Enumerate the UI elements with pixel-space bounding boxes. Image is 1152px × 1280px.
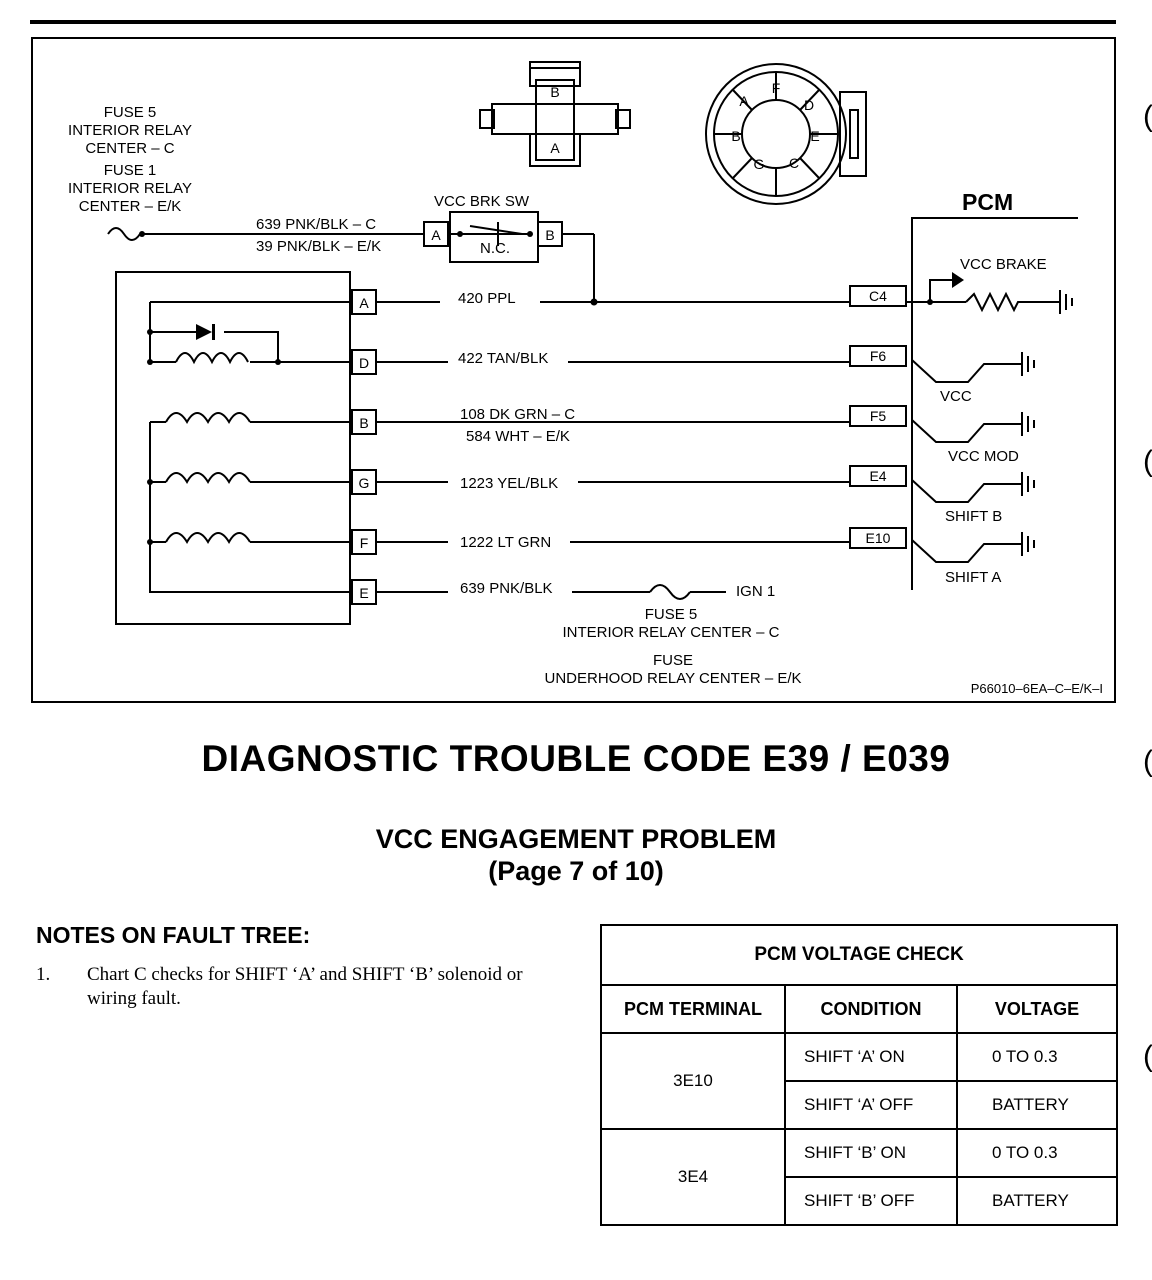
wire-584-wht: 584 WHT – E/K [466, 428, 570, 445]
round-pin-d: D [804, 97, 814, 113]
pcm-title: PCM [962, 189, 1013, 215]
pcm-pin-f5: F5 [870, 408, 887, 424]
binder-hole-mark: ( [1143, 100, 1152, 133]
header-pcm-terminal: PCM TERMINAL [600, 984, 786, 1034]
bottom-fuse-label: FUSE 5 INTERIOR RELAY CENTER – C FUSE UN… [545, 606, 802, 687]
feed-wire-c: 639 PNK/BLK – C [256, 216, 376, 233]
pcm-pin-c4: C4 [869, 288, 887, 304]
fuse-top-line-2: INTERIOR RELAY [68, 122, 192, 139]
left-pin-b: B [359, 415, 368, 431]
top-fuse-label: FUSE 5 INTERIOR RELAY CENTER – C FUSE 1 … [68, 104, 192, 215]
switch-nc-label: N.C. [480, 240, 510, 257]
wiring-diagram: FUSE 5 INTERIOR RELAY CENTER – C FUSE 1 … [30, 20, 1116, 703]
wire-420-ppl: 420 PPL [458, 290, 516, 307]
pcm-pin-e4: E4 [869, 468, 886, 484]
pcm-outline [911, 217, 1078, 590]
condition-cell: SHIFT ‘A’ OFF [784, 1080, 958, 1130]
header-voltage: VOLTAGE [956, 984, 1118, 1034]
left-pin-e: E [359, 585, 368, 601]
terminal-cell: 3E4 [600, 1128, 786, 1226]
condition-cell: SHIFT ‘B’ ON [784, 1128, 958, 1178]
fuse-top-line-6: CENTER – E/K [79, 198, 182, 215]
terminal-cell: 3E10 [600, 1032, 786, 1130]
fuse-top-line-5: INTERIOR RELAY [68, 180, 192, 197]
voltage-cell: 0 TO 0.3 [956, 1128, 1118, 1178]
bottom-fuse-line-2: INTERIOR RELAY CENTER – C [563, 624, 780, 641]
left-pin-g: G [359, 475, 370, 491]
diagram-frame [31, 37, 1116, 703]
table-row: SHIFT ‘A’ OFF BATTERY [601, 1080, 1118, 1130]
page-subheading: VCC ENGAGEMENT PROBLEM [375, 824, 777, 854]
fuse-symbol-bottom [649, 584, 691, 600]
bottom-fuse-line-1: FUSE 5 [645, 606, 698, 623]
round-pin-f: F [772, 80, 781, 96]
round-pin-c: C [789, 155, 799, 171]
table-row: 3E10 SHIFT ‘A’ ON 0 TO 0.3 [600, 1032, 1118, 1130]
pcm-output-vcc: VCC [940, 388, 972, 405]
figure-code: P66010–6EA–C–E/K–I [971, 681, 1103, 696]
wire-1223-yel-blk: 1223 YEL/BLK [460, 475, 558, 492]
junction-dots [139, 231, 964, 545]
voltage-cell: BATTERY [956, 1080, 1118, 1130]
pcm-pin-e10: E10 [866, 530, 891, 546]
pcm-output-vcc-mod: VCC MOD [948, 448, 1019, 465]
page-heading: DIAGNOSTIC TROUBLE CODE E39 / E039 [201, 738, 951, 779]
pcm-output-shift-a: SHIFT A [945, 569, 1001, 586]
voltage-cell: 0 TO 0.3 [956, 1032, 1118, 1082]
fuse-symbol-top [107, 227, 141, 241]
condition-cell: SHIFT ‘A’ ON [784, 1032, 958, 1082]
wire-108-dk-grn: 108 DK GRN – C [460, 406, 575, 423]
fuse-top-line-4: FUSE 1 [104, 162, 157, 179]
round-pin-e: E [810, 128, 819, 144]
connector-front-bottom-pin: A [550, 140, 560, 156]
pcm-driver-transistors [911, 352, 1035, 563]
feed-wire-ek: 39 PNK/BLK – E/K [256, 238, 381, 255]
switch-pin-b: B [545, 227, 554, 243]
round-pin-g: G [754, 156, 765, 172]
switch-pin-a: A [431, 227, 441, 243]
connector-front-view [479, 61, 631, 167]
pcm-output-shift-b: SHIFT B [945, 508, 1002, 525]
wire-422-tan-blk: 422 TAN/BLK [458, 350, 548, 367]
connector-round-pins: A F D B E G C [731, 80, 819, 172]
wire-639-pnk-blk: 639 PNK/BLK [460, 580, 553, 597]
switch-title: VCC BRK SW [434, 193, 530, 210]
pcm-voltage-check-table: PCM VOLTAGE CHECK PCM TERMINAL CONDITION… [600, 924, 1118, 1226]
connector-front-top-pin: B [550, 84, 559, 100]
round-pin-b: B [731, 128, 740, 144]
connector-round-view [705, 63, 867, 205]
solenoid-assembly-box [115, 271, 351, 625]
table-title: PCM VOLTAGE CHECK [600, 924, 1118, 986]
table-row: 3E4 SHIFT ‘B’ ON 0 TO 0.3 [600, 1128, 1118, 1226]
binder-hole-mark: ( [1143, 445, 1152, 478]
notes-title: NOTES ON FAULT TREE: [36, 922, 311, 948]
fuse-top-line-3: CENTER – C [85, 140, 174, 157]
wire-1222-lt-grn: 1222 LT GRN [460, 534, 551, 551]
pcm-pins: C4 F6 F5 E4 E10 [849, 285, 907, 549]
voltage-cell: BATTERY [956, 1176, 1118, 1226]
header-condition: CONDITION [784, 984, 958, 1034]
page-number-note: (Page 7 of 10) [488, 856, 664, 886]
bottom-fuse-line-4: UNDERHOOD RELAY CENTER – E/K [545, 670, 802, 687]
binder-hole-mark: ( [1143, 1040, 1152, 1073]
left-pin-d: D [359, 355, 369, 371]
condition-cell: SHIFT ‘B’ OFF [784, 1176, 958, 1226]
note-text: Chart C checks for SHIFT ‘A’ and SHIFT ‘… [87, 964, 523, 1009]
binder-hole-mark: ( [1143, 745, 1152, 778]
left-pin-a: A [359, 295, 369, 311]
left-connector-pins: A D B G F E [351, 289, 377, 605]
ign-label: IGN 1 [736, 583, 775, 600]
round-pin-a: A [739, 93, 749, 109]
fuse-top-line-1: FUSE 5 [104, 104, 157, 121]
left-pin-f: F [360, 535, 369, 551]
note-number: 1. [36, 964, 51, 985]
table-row: SHIFT ‘B’ OFF BATTERY [601, 1176, 1118, 1226]
pcm-output-vcc-brake: VCC BRAKE [960, 256, 1047, 273]
bottom-fuse-line-3: FUSE [653, 652, 693, 669]
pcm-pin-f6: F6 [870, 348, 887, 364]
